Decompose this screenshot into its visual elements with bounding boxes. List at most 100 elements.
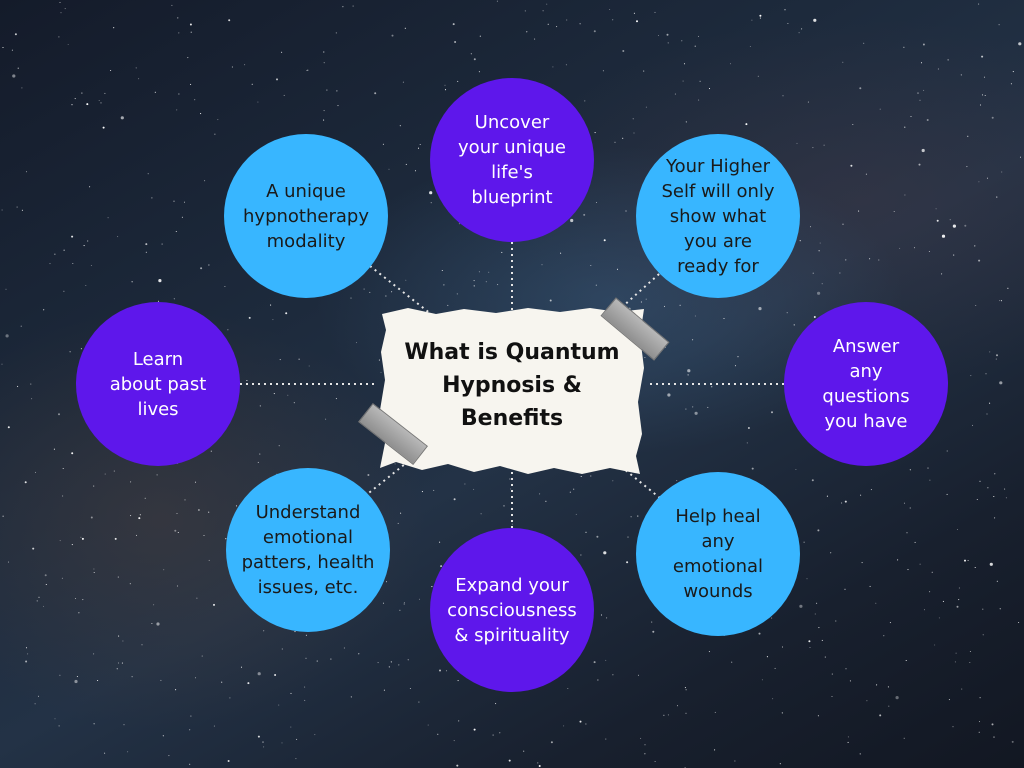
star: [131, 281, 133, 283]
star: [594, 132, 596, 134]
star: [605, 659, 607, 661]
star: [510, 488, 512, 490]
star: [385, 581, 388, 583]
star: [93, 571, 95, 574]
star: [887, 686, 889, 688]
star: [798, 32, 800, 34]
star: [913, 247, 916, 249]
star: [81, 92, 83, 94]
star: [121, 662, 123, 664]
star: [480, 513, 482, 515]
star: [707, 406, 709, 408]
connector-unique-modality: [369, 265, 437, 319]
star: [964, 224, 967, 227]
star: [200, 267, 203, 270]
star: [779, 763, 781, 765]
star: [983, 76, 986, 78]
star: [714, 749, 716, 751]
star: [382, 602, 385, 604]
star: [5, 288, 7, 290]
star: [580, 554, 582, 556]
star: [692, 339, 694, 341]
star: [257, 101, 259, 103]
star: [596, 535, 599, 538]
star: [889, 622, 891, 624]
star: [807, 101, 809, 103]
star: [157, 300, 160, 302]
star: [687, 374, 689, 376]
star: [645, 298, 647, 300]
star: [71, 235, 74, 238]
star: [147, 173, 149, 175]
star: [138, 517, 141, 520]
star: [969, 650, 971, 653]
star: [325, 418, 327, 420]
star: [71, 452, 74, 455]
star: [511, 523, 513, 525]
star: [145, 251, 147, 253]
star: [644, 744, 646, 746]
star: [999, 608, 1001, 610]
star: [323, 119, 325, 121]
star: [603, 239, 606, 242]
star: [637, 674, 640, 676]
star: [935, 208, 937, 210]
star: [633, 12, 635, 14]
star: [952, 726, 954, 728]
star: [407, 659, 409, 661]
star: [335, 32, 337, 34]
star: [246, 379, 248, 382]
star: [899, 247, 901, 249]
star: [818, 627, 820, 629]
star: [909, 507, 911, 509]
star: [427, 724, 429, 726]
star: [307, 69, 309, 71]
star: [464, 483, 466, 485]
star: [946, 493, 948, 495]
star: [399, 609, 401, 611]
star: [640, 301, 642, 303]
star: [967, 559, 969, 562]
star: [397, 522, 399, 524]
star: [682, 80, 684, 82]
star: [998, 24, 1000, 26]
star: [826, 495, 828, 497]
star: [600, 614, 603, 616]
star: [72, 262, 74, 265]
star: [958, 599, 960, 601]
star: [456, 764, 459, 767]
star: [377, 662, 379, 664]
star: [278, 704, 280, 706]
star: [414, 170, 417, 172]
star: [363, 288, 365, 290]
star: [63, 249, 65, 251]
star: [711, 386, 713, 388]
star: [844, 500, 847, 503]
star: [263, 746, 265, 748]
star: [25, 660, 28, 663]
star: [336, 90, 338, 92]
star: [806, 578, 808, 580]
star: [919, 563, 921, 565]
star: [745, 123, 748, 126]
star: [831, 695, 833, 698]
star: [524, 10, 526, 12]
star: [749, 45, 751, 48]
star: [759, 14, 762, 17]
star: [83, 245, 85, 247]
star: [876, 684, 878, 686]
star: [958, 587, 960, 589]
star: [430, 202, 432, 204]
star: [545, 500, 547, 502]
star: [969, 661, 971, 664]
star: [190, 83, 192, 85]
star: [44, 574, 47, 577]
star: [903, 502, 906, 504]
star: [967, 135, 969, 137]
star: [117, 236, 119, 238]
star: [614, 141, 616, 143]
star: [685, 121, 687, 123]
star: [162, 735, 164, 737]
star: [903, 737, 905, 739]
star: [473, 488, 475, 490]
